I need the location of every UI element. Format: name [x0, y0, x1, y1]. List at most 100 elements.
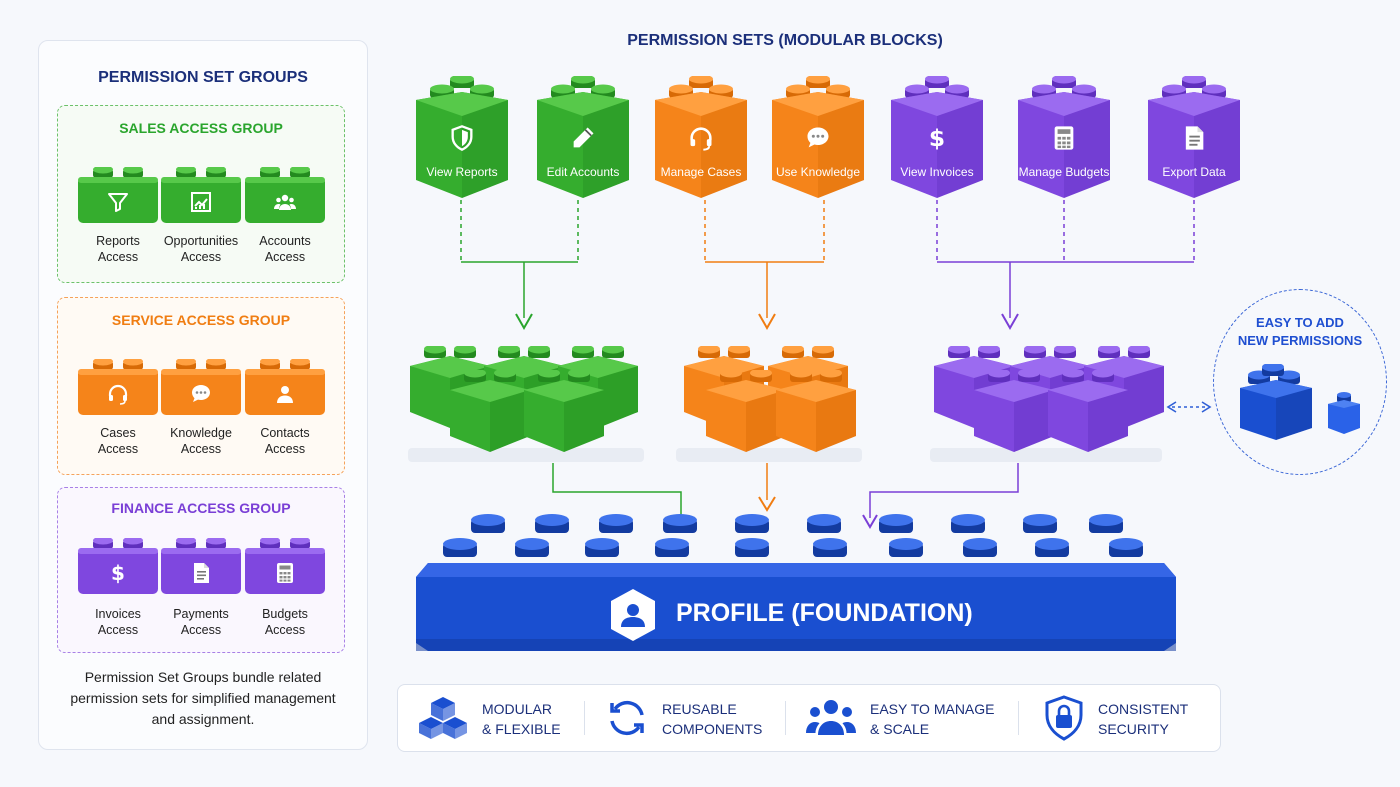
item-label-line1: Opportunities — [163, 234, 239, 248]
chat-icon — [189, 382, 213, 406]
opportunities-access-brick[interactable] — [160, 167, 242, 223]
permission-set-groups-panel: PERMISSION SET GROUPS SALES ACCESS GROUP… — [38, 40, 368, 750]
item-label-line1: Accounts — [259, 234, 311, 248]
permission-sets-title: PERMISSION SETS (MODULAR BLOCKS) — [627, 32, 943, 49]
item-label-line2: Access — [264, 623, 306, 637]
funnel-icon — [106, 190, 130, 214]
green-arrowhead — [515, 313, 533, 331]
reports-access-brick[interactable] — [77, 167, 159, 223]
view-invoices-brick[interactable]: View Invoices — [889, 76, 985, 198]
foundation-stud-top — [951, 514, 985, 526]
purple-connector — [936, 200, 1195, 318]
foundation-stud-top — [1023, 514, 1057, 526]
foundation-stud-top — [879, 514, 913, 526]
accounts-access-brick[interactable] — [244, 167, 326, 223]
knowledge-access-brick[interactable] — [160, 359, 242, 415]
feature-line2: & SCALE — [870, 721, 930, 737]
item-label-line1: Cases — [100, 426, 136, 440]
pencil-icon — [569, 124, 597, 152]
green-connector — [460, 200, 579, 318]
feature-easy-manage: EASY TO MANAGE& SCALE — [870, 699, 995, 739]
cubes-icon — [419, 697, 467, 739]
chat-icon — [804, 124, 832, 152]
foundation-stud-top — [1089, 514, 1123, 526]
easy-add-callout: EASY TO ADD NEW PERMISSIONS — [1213, 289, 1387, 475]
orange-arrowhead — [758, 313, 776, 331]
manage-budgets-brick[interactable]: Manage Budgets — [1016, 76, 1112, 198]
feature-line2: COMPONENTS — [662, 721, 763, 737]
dollar-icon — [923, 124, 951, 152]
footer-line1: Permission Set Groups bundle related — [84, 669, 322, 685]
footer-line3: and assignment. — [151, 711, 255, 727]
service-combined-bricks — [676, 340, 866, 462]
easy-add-line2: NEW PERMISSIONS — [1237, 333, 1363, 348]
foundation-stud-top — [443, 538, 477, 550]
shield-icon — [448, 124, 476, 152]
foundation-stud-top — [663, 514, 697, 526]
edit-accounts-brick[interactable]: Edit Accounts — [535, 76, 631, 198]
person-icon — [273, 382, 297, 406]
purple-cube — [974, 370, 1054, 452]
purple-cube — [1048, 370, 1128, 452]
refresh-icon — [610, 700, 644, 736]
orange-connector — [704, 200, 825, 318]
item-label-line1: Budgets — [262, 607, 308, 621]
foundation-stud-top — [807, 514, 841, 526]
permission-set-label: Export Data — [1162, 165, 1226, 179]
use-knowledge-brick[interactable]: Use Knowledge — [770, 76, 866, 198]
permission-set-label: Edit Accounts — [546, 165, 620, 179]
small-brick-icon — [1328, 392, 1360, 434]
foundation-stud-top — [599, 514, 633, 526]
contacts-access-brick[interactable] — [244, 359, 326, 415]
lock-shield-icon — [1045, 695, 1083, 741]
manage-cases-brick[interactable]: Manage Cases — [653, 76, 749, 198]
orange-cube — [706, 370, 786, 452]
group-title: SALES ACCESS GROUP — [119, 120, 283, 136]
payments-access-brick[interactable] — [160, 538, 242, 594]
foundation-stud-top — [471, 514, 505, 526]
group-title: SERVICE ACCESS GROUP — [111, 312, 291, 328]
feature-line2: & FLEXIBLE — [482, 721, 561, 737]
foundation-stud-top — [1109, 538, 1143, 550]
item-label-line1: Contacts — [260, 426, 310, 440]
invoices-access-brick[interactable] — [77, 538, 159, 594]
feature-line2: SECURITY — [1098, 721, 1169, 737]
permission-set-label: Manage Cases — [660, 165, 742, 179]
feature-modular: MODULAR& FLEXIBLE — [482, 699, 561, 739]
view-reports-brick[interactable]: View Reports — [414, 76, 510, 198]
document-icon — [1180, 124, 1208, 152]
people-icon — [273, 190, 297, 214]
item-label-line2: Access — [180, 623, 222, 637]
profile-foundation-icon — [608, 587, 658, 643]
panel-title: PERMISSION SET GROUPS — [98, 69, 308, 86]
calculator-icon — [273, 561, 297, 585]
permission-set-label: View Reports — [426, 165, 498, 179]
export-data-brick[interactable]: Export Data — [1146, 76, 1242, 198]
headset-icon — [106, 382, 130, 406]
foundation-stud-top — [813, 538, 847, 550]
permission-set-label: Use Knowledge — [775, 165, 861, 179]
easy-add-label: EASY TO ADD NEW PERMISSIONS — [1214, 314, 1386, 350]
easy-add-line1: EASY TO ADD — [1256, 315, 1344, 330]
foundation-stud-top — [963, 538, 997, 550]
chart-icon — [189, 190, 213, 214]
team-icon — [806, 700, 856, 735]
budgets-access-brick[interactable] — [244, 538, 326, 594]
finance-combined-bricks — [930, 340, 1166, 462]
profile-foundation-label: PROFILE (FOUNDATION) — [676, 599, 973, 627]
foundation-stud-top — [585, 538, 619, 550]
cases-access-brick[interactable] — [77, 359, 159, 415]
